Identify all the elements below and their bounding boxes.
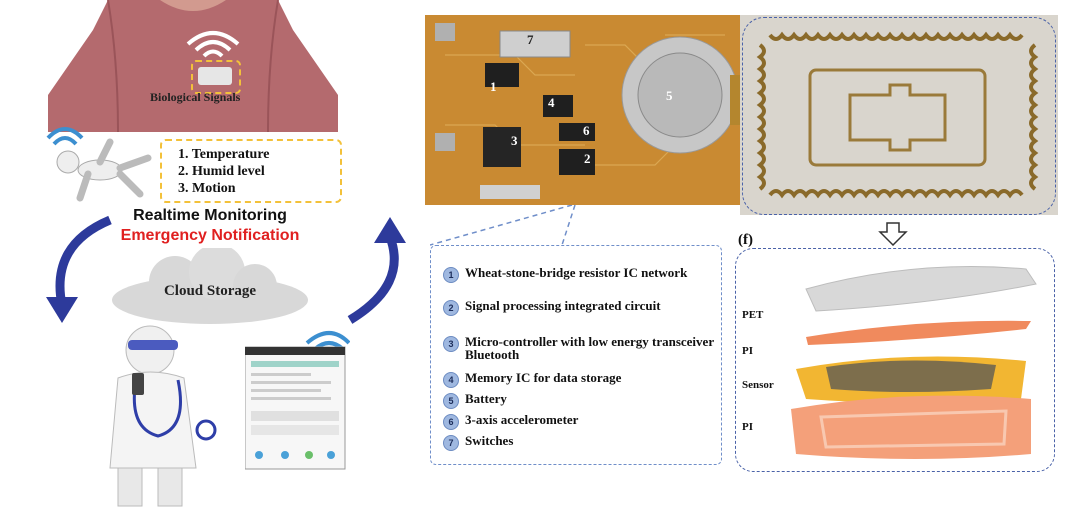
doctor-figure [88, 318, 238, 513]
legend-text: 3-axis accelerometer [465, 412, 579, 427]
callout-lines [429, 204, 590, 252]
sensor-patch-highlight [191, 60, 241, 94]
parameter-motion: 3. Motion [178, 181, 236, 196]
legend-number-badge: 4 [443, 372, 459, 388]
legend-text: Micro-controller with low energy transce… [465, 334, 714, 362]
pcb-photo [425, 15, 745, 205]
cloud-icon [105, 244, 315, 333]
legend-text: Switches [465, 433, 514, 448]
emergency-notification-label: Emergency Notification [120, 227, 300, 244]
pcb-label-5: 5 [666, 88, 673, 103]
legend-number-badge: 3 [443, 336, 459, 352]
parameters-box: 1. Temperature 2. Humid level 3. Motion [160, 139, 342, 203]
panel-f-label: (f) [738, 232, 753, 248]
serpentine-sensor-photo [740, 15, 1058, 215]
torso-illustration [48, 0, 338, 133]
realtime-monitoring-label: Realtime Monitoring [133, 207, 287, 224]
parameter-temperature: 1. Temperature [178, 147, 270, 162]
sensor-highlight-frame [742, 17, 1056, 215]
legend-text: Wheat-stone-bridge resistor IC network [465, 265, 688, 280]
up-curved-arrow-icon [330, 215, 420, 330]
biological-signals-label: Biological Signals [150, 90, 241, 104]
legend-number-badge: 6 [443, 414, 459, 430]
pcb-label-4: 4 [548, 95, 555, 110]
legend-number-badge: 1 [443, 267, 459, 283]
legend-text: Signal processing integrated circuit [465, 298, 661, 313]
layer-label-sensor: Sensor [742, 379, 774, 391]
legend-item: 5 Battery [443, 392, 725, 409]
pcb-label-7: 7 [527, 32, 534, 47]
component-legend: 1 Wheat-stone-bridge resistor IC network… [430, 245, 722, 465]
layer-label-pi-top: PI [742, 345, 753, 357]
legend-text: Battery [465, 391, 507, 406]
legend-text: Memory IC for data storage [465, 370, 622, 385]
legend-number-badge: 7 [443, 435, 459, 451]
legend-number-badge: 2 [443, 300, 459, 316]
falling-person-figure [40, 118, 160, 213]
pcb-label-6: 6 [583, 123, 590, 138]
layer-label-pi-bottom: PI [742, 421, 753, 433]
legend-item: 7 Switches [443, 434, 725, 451]
layer-stack-panel: PET PI Sensor PI [735, 248, 1055, 472]
down-curved-arrow-icon [40, 215, 130, 330]
legend-item: 6 3-axis accelerometer [443, 413, 725, 430]
smartphone-app-screenshot [244, 325, 351, 475]
down-arrow-icon [878, 222, 908, 251]
pcb-label-2: 2 [584, 151, 591, 166]
parameter-humid-level: 2. Humid level [178, 164, 265, 179]
pcb-label-3: 3 [511, 133, 518, 148]
legend-item: 4 Memory IC for data storage [443, 371, 725, 388]
layer-label-pet: PET [742, 309, 764, 321]
legend-number-badge: 5 [443, 393, 459, 409]
pcb-label-1: 1 [490, 79, 497, 94]
legend-item: 1 Wheat-stone-bridge resistor IC network [443, 266, 725, 283]
cloud-storage-label: Cloud Storage [163, 283, 257, 299]
legend-item: 3 Micro-controller with low energy trans… [443, 335, 725, 361]
wifi-icon [178, 22, 248, 67]
legend-item: 2 Signal processing integrated circuit [443, 299, 725, 316]
